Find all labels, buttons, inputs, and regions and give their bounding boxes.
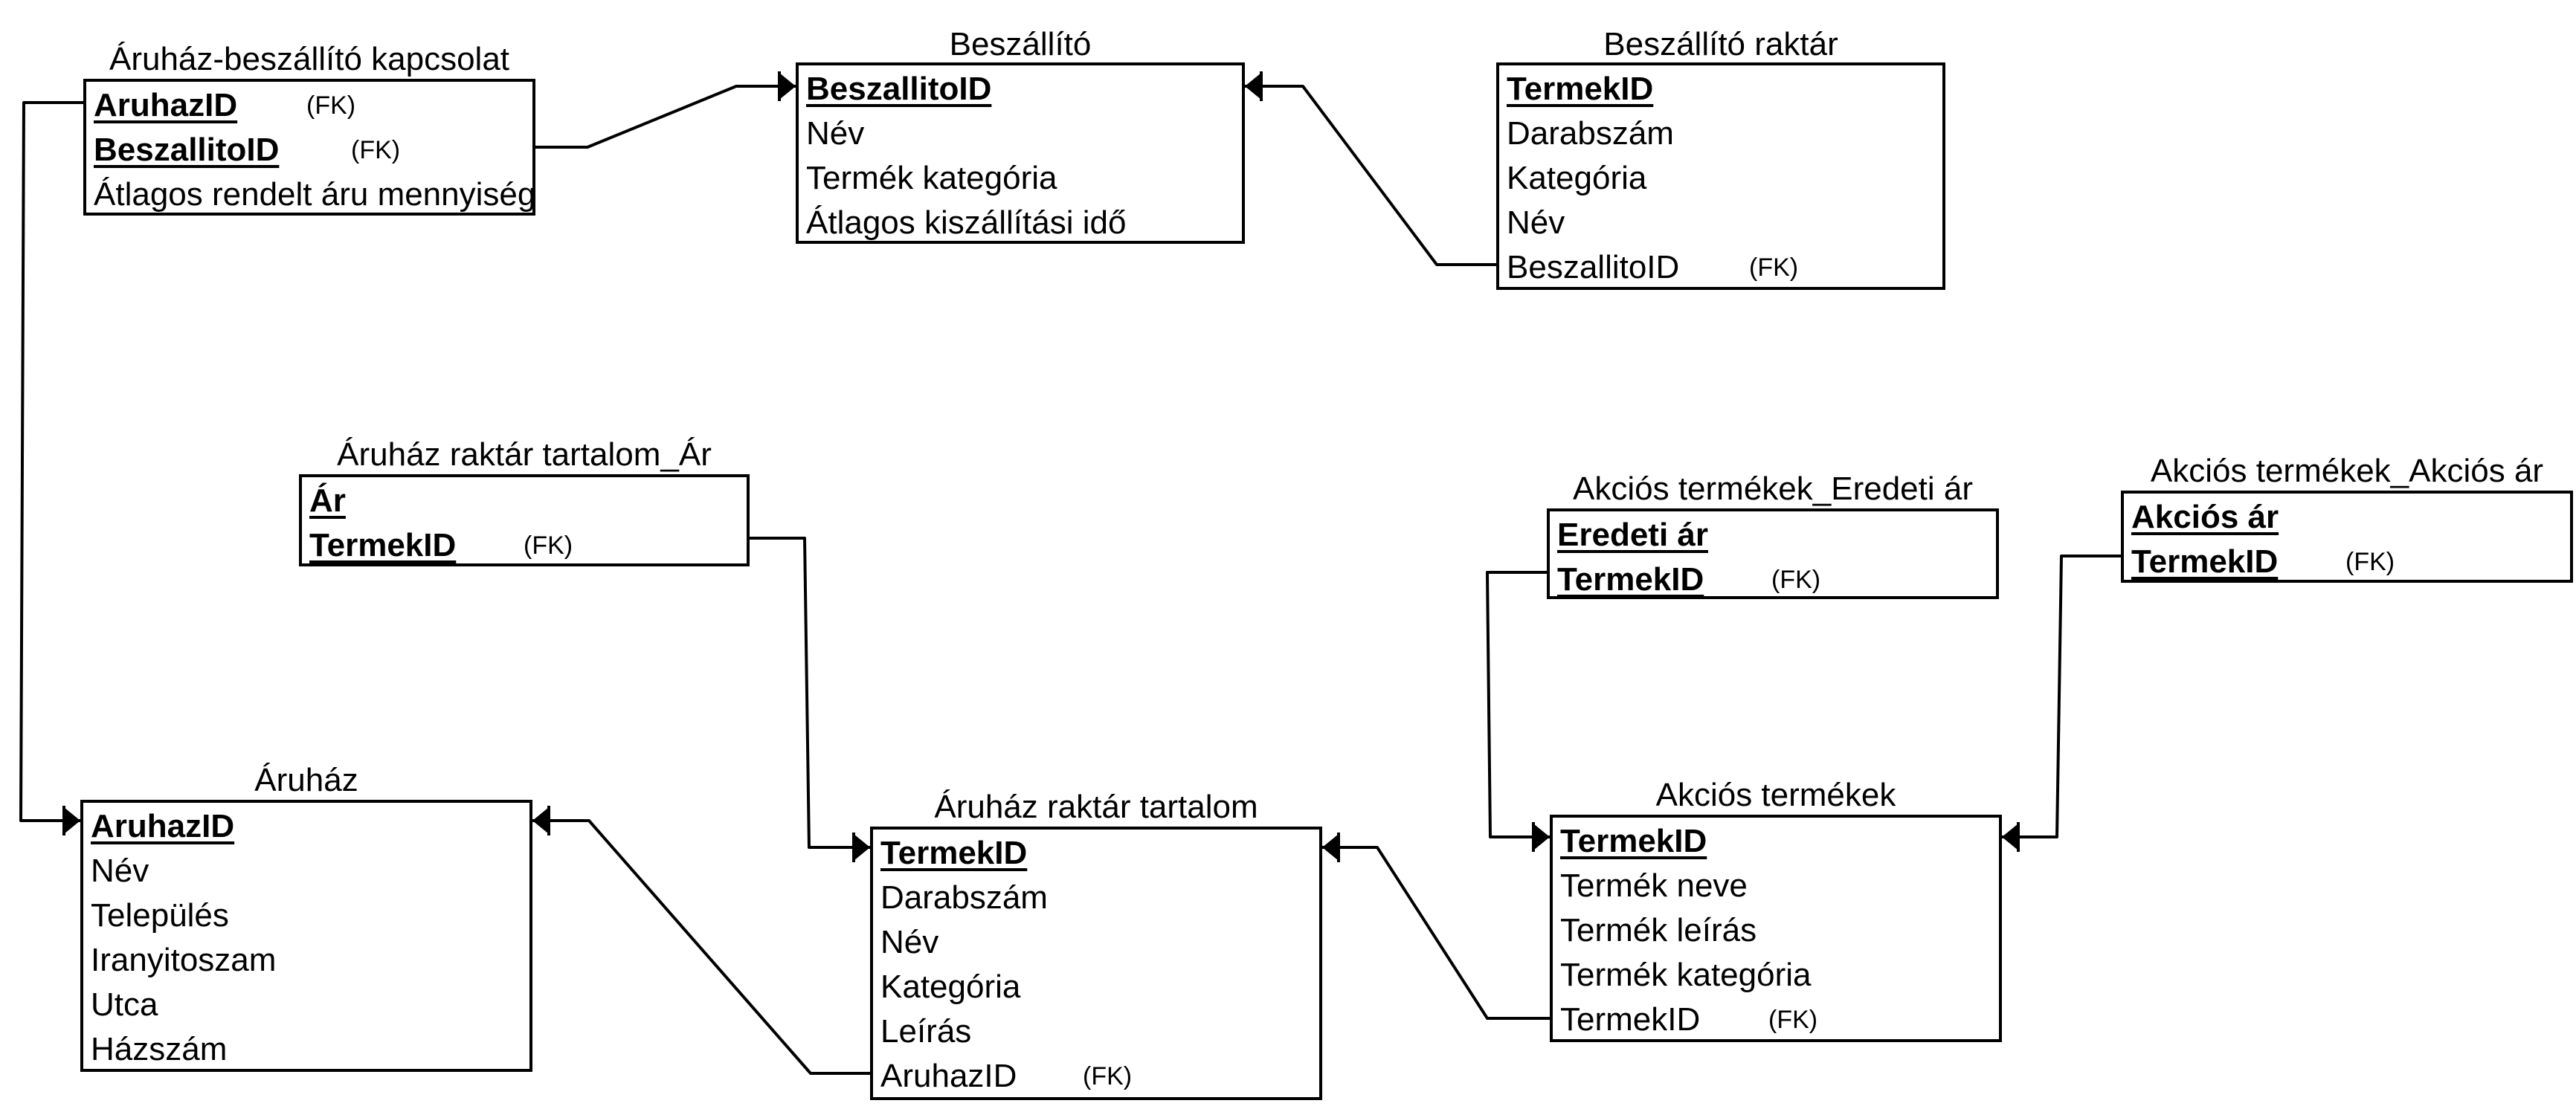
field-beszallito-raktar-2: Kategória: [1507, 160, 1647, 196]
field-akcios-akciosar-0: Akciós ár: [2131, 499, 2279, 535]
field-aruhaz-0: AruhazID: [91, 808, 235, 844]
entity-title-akcios-akciosar: Akciós termékek_Akciós ár: [2150, 453, 2544, 489]
fk-marker-akcios-4: (FK): [1768, 1006, 1818, 1034]
entity-title-beszallito: Beszállító: [949, 26, 1092, 62]
line-raktar-tartalom-to-aruhaz: [532, 819, 870, 1075]
line-kapcsolat-to-beszallito-arrowhead: [779, 73, 796, 100]
line-raktar-to-beszallito: [1245, 85, 1496, 266]
field-beszallito-0: BeszallitoID: [806, 71, 992, 107]
field-aruhaz-1: Név: [91, 853, 149, 889]
line-akcios-to-raktar-tartalom: [1322, 846, 1550, 1020]
entity-title-raktar-ar: Áruház raktár tartalom_Ár: [337, 436, 712, 473]
field-akcios-1: Termék neve: [1560, 867, 1748, 904]
entity-title-beszallito-raktar: Beszállító raktár: [1603, 26, 1838, 62]
line-raktar-tartalom-to-aruhaz-arrowhead: [532, 807, 549, 834]
line-raktar-ar-to-raktar-tartalom-arrowhead: [854, 834, 870, 861]
field-raktar-tartalom-5: AruhazID: [880, 1058, 1017, 1094]
fk-marker-akcios-eredeti-1: (FK): [1771, 566, 1821, 594]
entity-title-aruhaz-beszallito: Áruház-beszállító kapcsolat: [109, 41, 510, 77]
fk-marker-beszallito-raktar-4: (FK): [1749, 253, 1799, 282]
field-aruhaz-4: Utca: [91, 986, 158, 1023]
entity-akcios-akciosar: Akciós ár TermekID (FK): [2121, 491, 2573, 583]
field-raktar-ar-0: Ár: [309, 482, 346, 519]
line-akcios-to-raktar-tartalom-arrowhead: [1322, 834, 1339, 861]
field-akcios-2: Termék leírás: [1560, 912, 1757, 948]
entity-title-aruhaz: Áruház: [254, 762, 358, 798]
entity-title-akcios-eredeti: Akciós termékek_Eredeti ár: [1573, 471, 1973, 507]
field-raktar-tartalom-1: Darabszám: [880, 879, 1048, 916]
field-beszallito-raktar-3: Név: [1507, 204, 1565, 241]
line-raktar-to-beszallito-arrowhead: [1245, 73, 1261, 100]
field-raktar-tartalom-2: Név: [880, 924, 939, 960]
field-beszallito-raktar-1: Darabszám: [1507, 115, 1674, 152]
field-aruhaz-2: Település: [91, 897, 229, 934]
field-akcios-3: Termék kategória: [1560, 957, 1812, 993]
line-raktar-ar-to-raktar-tartalom: [750, 537, 870, 849]
line-kapcsolat-to-beszallito: [535, 85, 796, 149]
line-eredeti-to-akcios-arrowhead: [1533, 824, 1550, 850]
field-raktar-tartalom-3: Kategória: [880, 969, 1021, 1005]
entity-title-raktar-tartalom: Áruház raktár tartalom: [934, 789, 1258, 825]
entity-title-akcios: Akciós termékek: [1655, 777, 1896, 813]
fk-marker-aruhaz-beszallito-1: (FK): [351, 136, 401, 164]
line-akciosar-to-akcios-arrowhead: [2002, 824, 2018, 850]
field-beszallito-raktar-0: TermekID: [1507, 71, 1654, 107]
line-kapcsolat-to-aruhaz-arrowhead: [64, 807, 80, 834]
field-aruhaz-beszallito-0: AruhazID: [94, 87, 238, 123]
field-raktar-tartalom-0: TermekID: [880, 835, 1028, 871]
field-raktar-ar-1: TermekID: [309, 527, 457, 563]
field-akcios-akciosar-1: TermekID: [2131, 543, 2279, 580]
field-akcios-eredeti-0: Eredeti ár: [1557, 517, 1708, 553]
field-beszallito-1: Név: [806, 115, 865, 152]
field-beszallito-raktar-4: BeszallitoID: [1507, 249, 1680, 285]
line-akciosar-to-akcios: [2002, 555, 2121, 838]
field-beszallito-3: Átlagos kiszállítási idő: [806, 204, 1127, 241]
line-eredeti-to-akcios: [1486, 571, 1550, 838]
fk-marker-raktar-ar-1: (FK): [524, 531, 573, 560]
line-kapcsolat-to-aruhaz: [19, 101, 83, 822]
field-aruhaz-5: Házszám: [91, 1031, 228, 1067]
field-aruhaz-beszallito-1: BeszallitoID: [94, 132, 280, 168]
field-akcios-4: TermekID: [1560, 1001, 1701, 1038]
fk-marker-aruhaz-beszallito-0: (FK): [306, 91, 356, 120]
field-raktar-tartalom-4: Leírás: [880, 1013, 972, 1050]
field-akcios-0: TermekID: [1560, 823, 1707, 859]
fk-marker-raktar-tartalom-5: (FK): [1083, 1062, 1133, 1090]
field-aruhaz-3: Iranyitoszam: [91, 942, 277, 978]
field-aruhaz-beszallito-2: Átlagos rendelt áru mennyiség: [94, 176, 536, 213]
field-akcios-eredeti-1: TermekID: [1557, 561, 1704, 598]
entity-akcios-eredeti: Eredeti ár TermekID (FK): [1547, 508, 1999, 599]
fk-marker-akcios-akciosar-1: (FK): [2345, 548, 2395, 576]
entity-aruhaz-beszallito: AruhazID (FK) BeszallitoID (FK) Átlagos rend…: [83, 79, 535, 216]
field-beszallito-2: Termék kategória: [806, 160, 1057, 196]
